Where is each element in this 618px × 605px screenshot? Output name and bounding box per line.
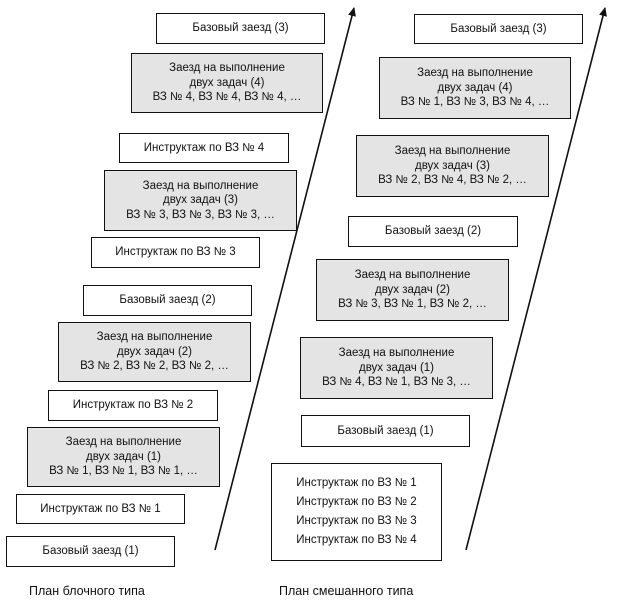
mixed-plan-dual-4: Заезд на выполнение двух задач (4) ВЗ № …: [379, 57, 571, 119]
block-plan-base-3: Базовый заезд (3): [156, 13, 325, 44]
mixed-plan-instr-1: Инструктаж по ВЗ № 1: [296, 477, 417, 490]
block-plan-dual-4: Заезд на выполнение двух задач (4) ВЗ № …: [131, 53, 323, 113]
mixed-plan-dual-2: Заезд на выполнение двух задач (2) ВЗ № …: [316, 259, 509, 321]
block-plan-base-1: Базовый заезд (1): [6, 536, 175, 567]
mixed-plan-instr-3: Инструктаж по ВЗ № 3: [296, 515, 417, 528]
mixed-plan-dual-1: Заезд на выполнение двух задач (1) ВЗ № …: [300, 337, 493, 399]
mixed-plan-arrow: [465, 7, 607, 551]
block-plan-dual-2: Заезд на выполнение двух задач (2) ВЗ № …: [58, 322, 251, 382]
mixed-plan-base-3: Базовый заезд (3): [414, 14, 583, 44]
block-plan-caption: План блочного типа: [29, 584, 145, 598]
block-plan-dual-1: Заезд на выполнение двух задач (1) ВЗ № …: [27, 427, 220, 487]
mixed-plan-caption: План смешанного типа: [279, 584, 414, 598]
block-plan-instr-4: Инструктаж по ВЗ № 4: [119, 133, 289, 163]
block-plan-instr-2: Инструктаж по ВЗ № 2: [48, 390, 218, 421]
mixed-plan-base-1: Базовый заезд (1): [301, 415, 470, 447]
mixed-plan-dual-3: Заезд на выполнение двух задач (3) ВЗ № …: [356, 135, 549, 197]
block-plan-instr-1: Инструктаж по ВЗ № 1: [16, 494, 185, 524]
mixed-plan-instructions: Инструктаж по ВЗ № 1 Инструктаж по ВЗ № …: [271, 463, 442, 561]
mixed-plan-instr-2: Инструктаж по ВЗ № 2: [296, 496, 417, 509]
block-plan-base-2: Базовый заезд (2): [83, 285, 252, 316]
block-plan-instr-3: Инструктаж по ВЗ № 3: [91, 237, 260, 268]
block-plan-arrow: [214, 7, 356, 551]
mixed-plan-base-2: Базовый заезд (2): [348, 216, 518, 247]
block-plan-dual-3: Заезд на выполнение двух задач (3) ВЗ № …: [104, 170, 297, 231]
mixed-plan-instr-4: Инструктаж по ВЗ № 4: [296, 534, 417, 547]
